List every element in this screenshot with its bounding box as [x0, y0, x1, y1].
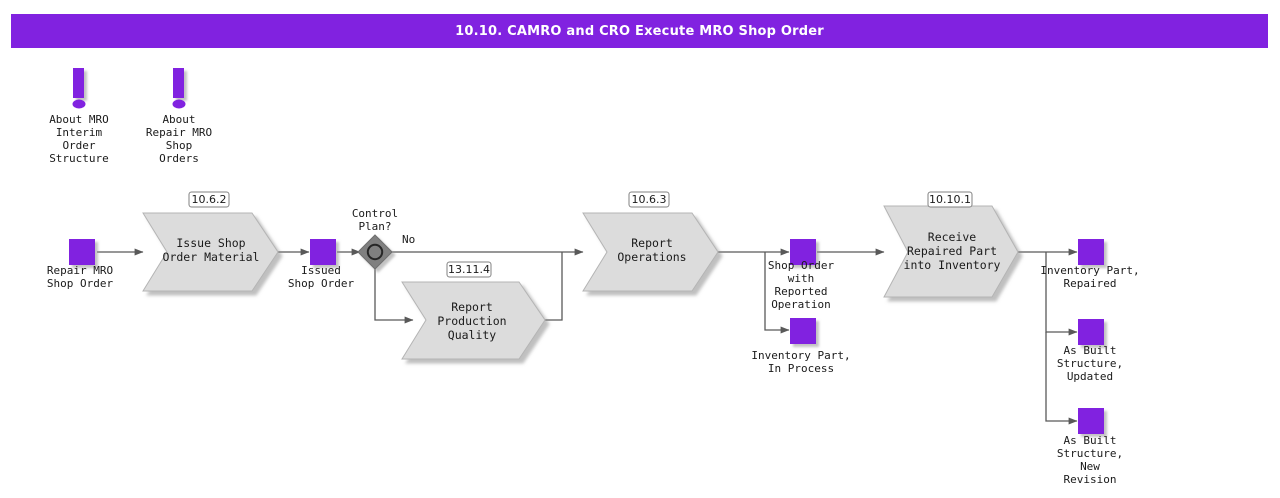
- annotation-mro-interim-order-structure[interactable]: About MRO Interim Order Structure: [49, 68, 109, 165]
- annotation-repair-mro-shop-orders[interactable]: About Repair MRO Shop Orders: [146, 68, 212, 165]
- process-label: Receive: [928, 230, 977, 244]
- connector-layer: [97, 248, 1078, 425]
- annotation-label: Shop: [166, 139, 193, 152]
- data-object-label: Shop Order: [47, 277, 114, 290]
- data-object-repair-mro-shop-order[interactable]: Repair MRO Shop Order: [47, 239, 114, 290]
- process-receive-repaired-part-into-inventory[interactable]: 10.10.1 Receive Repaired Part into Inven…: [883, 191, 1019, 298]
- connector-branch-to-as-built-new-revision: [1045, 332, 1078, 425]
- gateway-label: Control: [352, 207, 398, 220]
- data-object-label: Structure,: [1057, 357, 1123, 370]
- data-object-label: Reported: [775, 285, 828, 298]
- data-object-label: Shop Order: [288, 277, 355, 290]
- process-label: Production: [437, 314, 506, 328]
- data-object-label: New: [1080, 460, 1100, 473]
- process-badge: 10.10.1: [927, 191, 973, 208]
- process-label: Repaired Part: [907, 244, 997, 258]
- process-badge: 13.11.4: [446, 261, 492, 278]
- data-object-label: Operation: [771, 298, 831, 311]
- process-badge-label: 10.6.3: [632, 193, 667, 206]
- annotation-label: Orders: [159, 152, 199, 165]
- annotation-label: About: [162, 113, 195, 126]
- connector-gateway-down-to-report-quality: [374, 268, 414, 324]
- data-object-box: [1078, 239, 1104, 265]
- data-object-label: Updated: [1067, 370, 1113, 383]
- data-object-box: [790, 318, 816, 344]
- process-label: Report: [451, 300, 493, 314]
- data-object-label: Shop Order: [768, 259, 835, 272]
- data-object-box: [69, 239, 95, 265]
- data-object-label: Revision: [1064, 473, 1117, 486]
- data-object-label: Repair MRO: [47, 264, 113, 277]
- process-badge: 10.6.3: [628, 191, 670, 208]
- process-shape: [883, 205, 1019, 298]
- process-label: into Inventory: [904, 258, 1001, 272]
- data-object-label: As Built: [1064, 434, 1117, 447]
- annotation-label: Repair MRO: [146, 126, 212, 139]
- data-object-issued-shop-order[interactable]: Issued Shop Order: [288, 239, 355, 290]
- process-label: Operations: [617, 250, 686, 264]
- data-object-box: [310, 239, 336, 265]
- process-shape: [401, 281, 546, 360]
- data-object-label: with: [788, 272, 815, 285]
- process-label: Issue Shop: [176, 236, 245, 250]
- annotation-label: Interim: [56, 126, 103, 139]
- exclamation-icon-dot: [72, 99, 86, 109]
- process-badge: 10.6.2: [188, 191, 230, 208]
- diagram-header-bar: 10.10. CAMRO and CRO Execute MRO Shop Or…: [11, 14, 1268, 48]
- process-label: Quality: [448, 328, 497, 342]
- process-badge-label: 10.6.2: [192, 193, 227, 206]
- data-object-label: In Process: [768, 362, 834, 375]
- data-object-inventory-part-in-process[interactable]: Inventory Part, In Process: [751, 318, 851, 375]
- process-report-production-quality[interactable]: 13.11.4 Report Production Quality: [401, 261, 546, 360]
- process-issue-shop-order-material[interactable]: 10.6.2 Issue Shop Order Material: [142, 191, 279, 292]
- data-object-label: Inventory Part,: [1040, 264, 1139, 277]
- annotation-label: Order: [62, 139, 95, 152]
- data-object-inventory-part-repaired[interactable]: Inventory Part, Repaired: [1040, 239, 1140, 290]
- connector-branch-to-inventory-part-in-process: [764, 252, 790, 334]
- process-label: Report: [631, 236, 673, 250]
- exclamation-icon: [173, 68, 184, 98]
- data-object-as-built-structure-new-revision[interactable]: As Built Structure, New Revision: [1057, 408, 1123, 486]
- process-shape: [582, 212, 719, 292]
- page-title: 10.10. CAMRO and CRO Execute MRO Shop Or…: [455, 23, 824, 39]
- exclamation-icon: [73, 68, 84, 98]
- gateway-label: Plan?: [358, 220, 391, 233]
- data-object-label: Repaired: [1064, 277, 1117, 290]
- gateway-control-plan[interactable]: Control Plan? No: [352, 207, 415, 270]
- data-object-box: [790, 239, 816, 265]
- data-object-label: Issued: [301, 264, 341, 277]
- data-object-label: Inventory Part,: [751, 349, 850, 362]
- process-shape: [142, 212, 279, 292]
- exclamation-icon-dot: [172, 99, 186, 109]
- annotation-label: About MRO: [49, 113, 109, 126]
- annotation-label: Structure: [49, 152, 109, 165]
- data-object-box: [1078, 408, 1104, 434]
- process-badge-label: 13.11.4: [448, 263, 490, 276]
- connector-report-quality-to-main-line: [545, 252, 563, 321]
- process-report-operations[interactable]: 10.6.3 Report Operations: [582, 191, 719, 292]
- data-object-shop-order-with-reported-operation[interactable]: Shop Order with Reported Operation: [768, 239, 835, 311]
- data-object-label: As Built: [1064, 344, 1117, 357]
- data-object-as-built-structure-updated[interactable]: As Built Structure, Updated: [1057, 319, 1123, 383]
- data-object-box: [1078, 319, 1104, 345]
- data-object-label: Structure,: [1057, 447, 1123, 460]
- gateway-event-circle: [366, 243, 384, 261]
- process-badge-label: 10.10.1: [929, 193, 971, 206]
- flow-label-no: No: [402, 233, 415, 246]
- process-label: Order Material: [163, 250, 260, 264]
